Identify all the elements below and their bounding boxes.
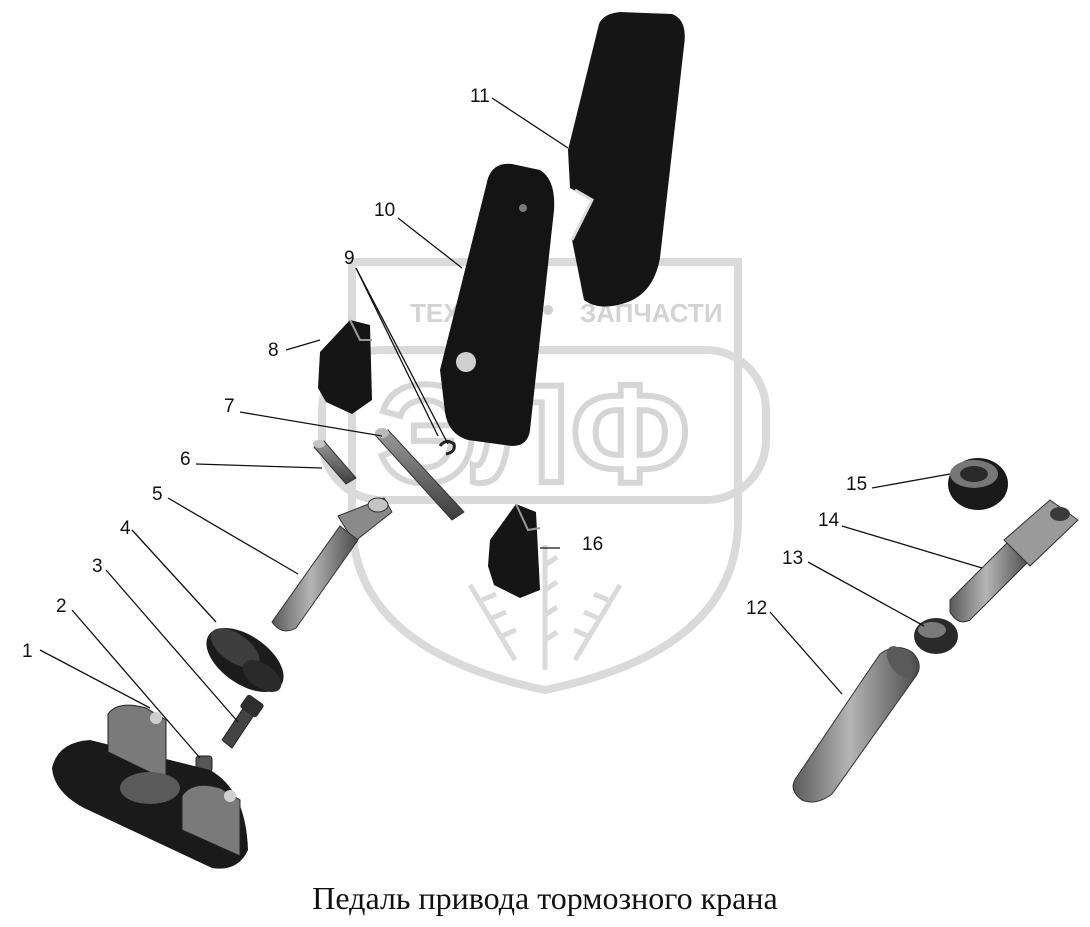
callout-14: 14 (818, 510, 840, 531)
callout-8: 8 (268, 340, 279, 361)
callout-11: 11 (470, 86, 490, 107)
part-10-pedal-lever (440, 163, 555, 446)
callout-1: 1 (22, 641, 33, 662)
watermark-wheat-icon (467, 545, 623, 670)
callout-6: 6 (180, 449, 191, 470)
part-8-bracket-clip (318, 319, 372, 414)
watermark-shield (348, 258, 742, 695)
part-9-cotter-pin (438, 439, 456, 456)
part-1-mounting-bracket (52, 704, 248, 869)
part-12-sleeve (792, 646, 920, 803)
callout-7: 7 (224, 396, 235, 417)
part-4-rubber-boot (206, 628, 284, 692)
callout-2: 2 (56, 596, 67, 617)
callout-5: 5 (152, 484, 163, 505)
callout-9: 9 (344, 248, 355, 269)
callout-3: 3 (92, 556, 103, 577)
watermark-logo: ТЕХНИКА ✲ ЗАПЧАСТИ ЭЛФ (318, 258, 770, 695)
part-5-push-rod (271, 497, 393, 632)
callout-15: 15 (846, 474, 867, 495)
part-6-short-pin (313, 440, 357, 485)
part-3-bolt (221, 694, 264, 749)
part-15-bushing (948, 458, 1008, 510)
diagram-caption: Педаль привода тормозного крана (312, 880, 778, 916)
part-14-rod-with-eye (949, 499, 1079, 623)
part-16-bracket-clip (488, 503, 541, 598)
leader-lines (39, 97, 983, 759)
callout-4: 4 (120, 518, 131, 539)
callout-10: 10 (374, 200, 395, 221)
callout-12: 12 (746, 598, 767, 619)
callout-16: 16 (582, 534, 603, 555)
part-11-pedal-pad (568, 12, 685, 307)
callout-13: 13 (782, 548, 803, 569)
watermark-banner (318, 346, 770, 504)
callout-numbers: 1 2 3 4 5 6 7 8 9 10 11 12 13 14 15 16 (22, 86, 867, 662)
part-13-washer (914, 618, 958, 654)
